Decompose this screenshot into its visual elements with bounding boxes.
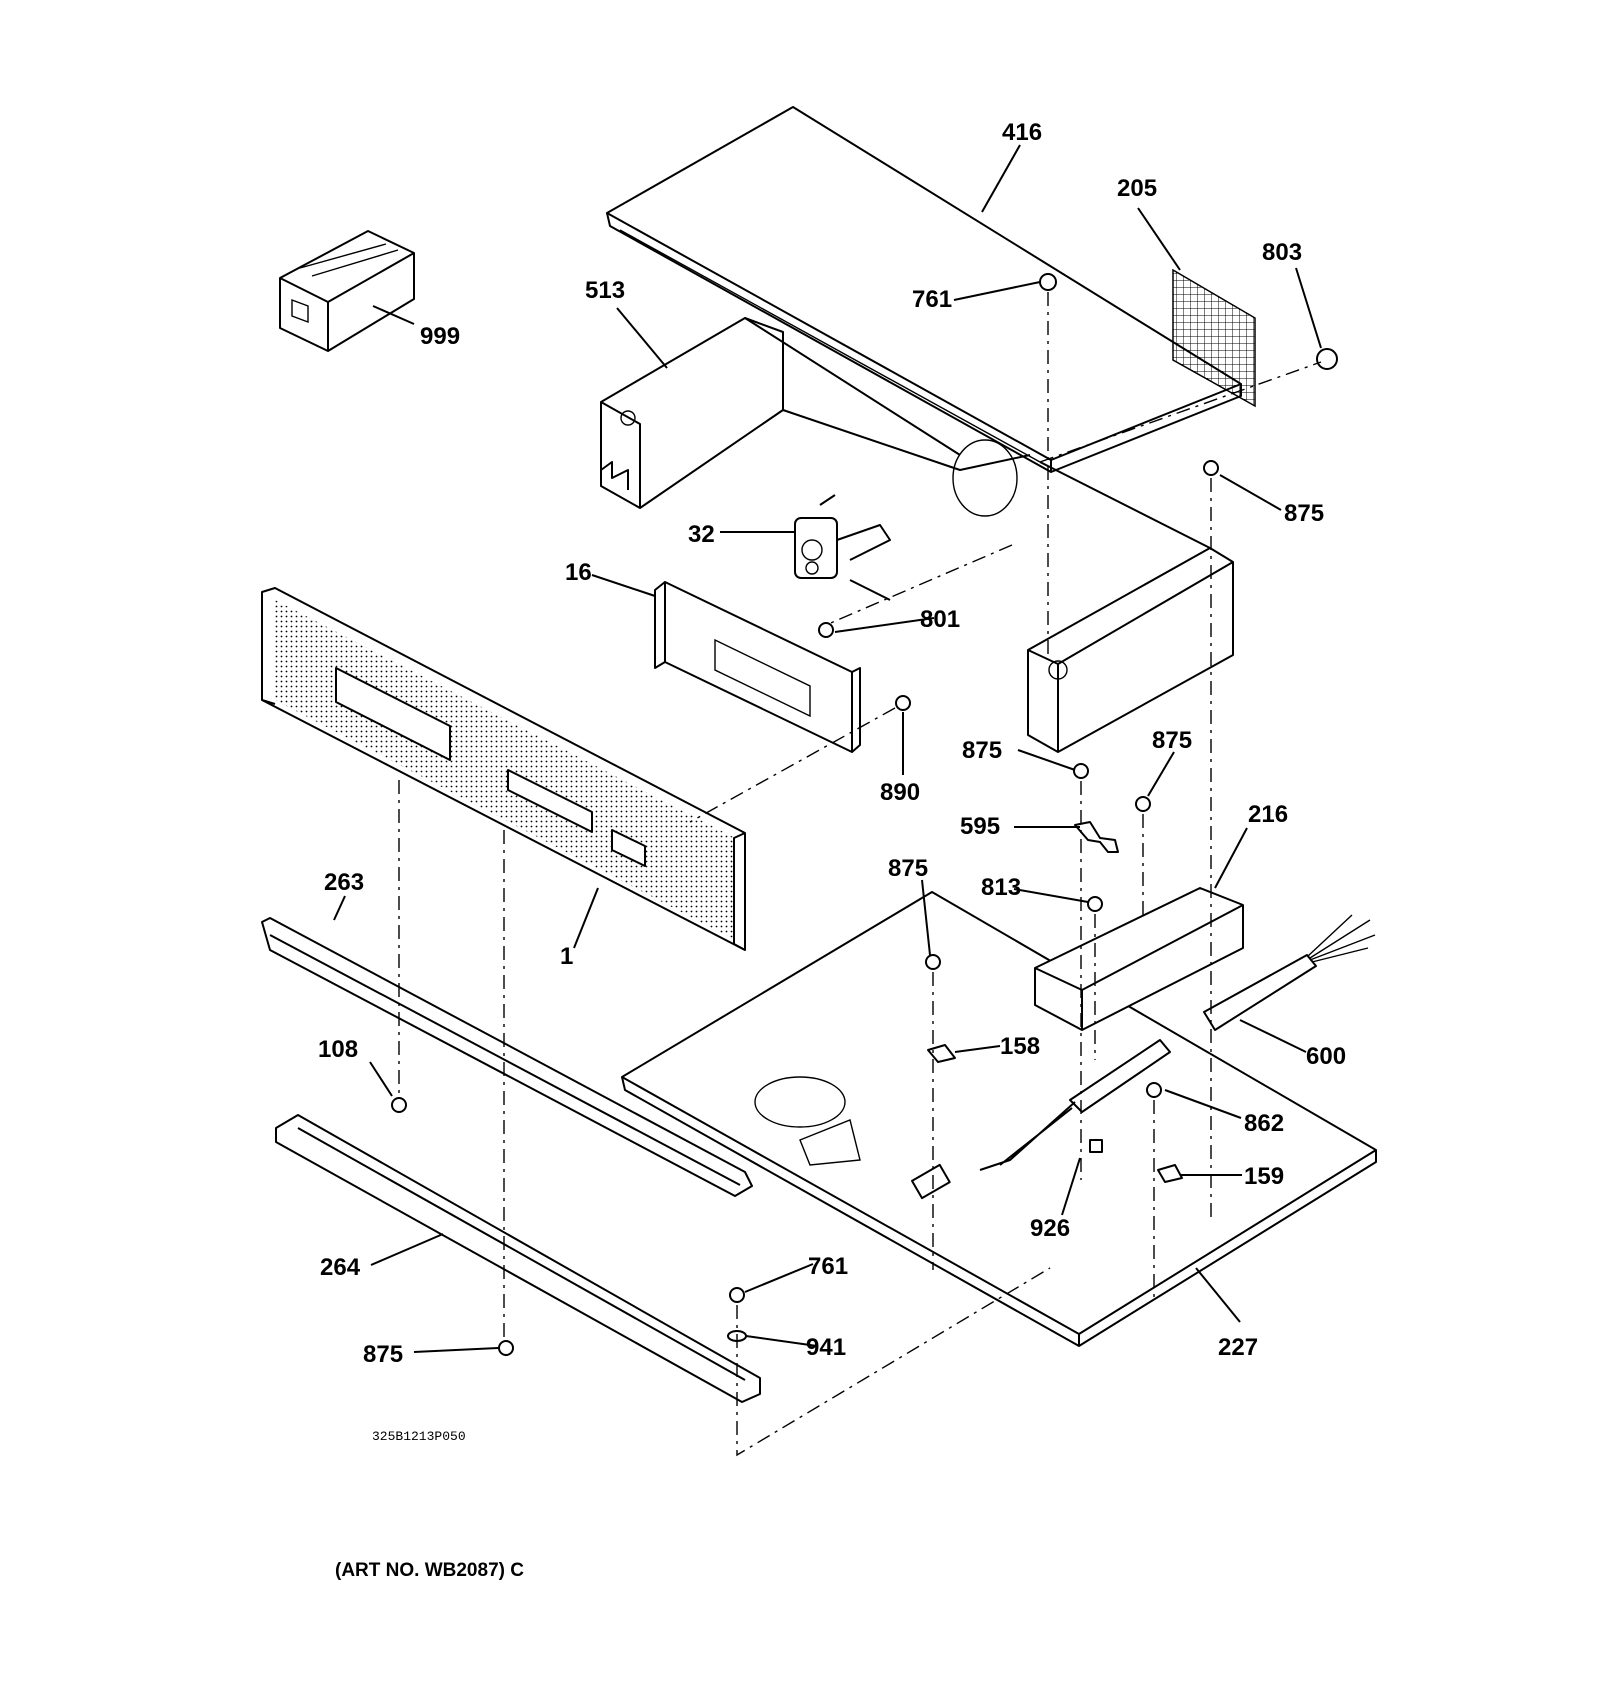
- art-number: (ART NO. WB2087) C: [335, 1560, 524, 1581]
- callout-875: 875: [1152, 727, 1192, 754]
- part-rear-right-panel: [1027, 461, 1234, 753]
- part-205-vent-grille: [1172, 268, 1256, 408]
- assembly-dash-lines: [398, 292, 1322, 1457]
- part-16-control-board: [654, 581, 861, 753]
- part-227-bottom-plate: [621, 891, 1377, 1347]
- callout-595: 595: [960, 813, 1000, 840]
- callout-875: 875: [1284, 500, 1324, 527]
- screw-801: [818, 622, 834, 638]
- screw-813: [1087, 896, 1103, 912]
- callout-801: 801: [920, 606, 960, 633]
- callout-813: 813: [981, 874, 1021, 901]
- callout-32: 32: [688, 521, 715, 548]
- part-264-rail: [275, 1114, 761, 1403]
- callout-labels: 416 205 803 513 761 999 875 32 16 801 89…: [318, 119, 1346, 1368]
- screw-761-b: [729, 1287, 745, 1303]
- callout-875: 875: [363, 1341, 403, 1368]
- fasteners: [391, 273, 1338, 1356]
- screw-875-c: [1073, 763, 1089, 779]
- part-216-wire-cover: [1034, 887, 1244, 1031]
- callout-875: 875: [888, 855, 928, 882]
- screw-875-e: [925, 954, 941, 970]
- callout-875: 875: [962, 737, 1002, 764]
- part-32-convection-motor: [794, 494, 891, 601]
- part-926: [1089, 1139, 1103, 1153]
- callout-159: 159: [1244, 1163, 1284, 1190]
- part-600-wire-harness: [911, 914, 1376, 1200]
- callout-205: 205: [1117, 175, 1157, 202]
- callout-263: 263: [324, 869, 364, 896]
- thermostat-158: [927, 1044, 956, 1063]
- screw-862: [1146, 1082, 1162, 1098]
- screw-761-top: [1039, 273, 1057, 291]
- screw-875-bottom: [498, 1340, 514, 1356]
- callout-513: 513: [585, 277, 625, 304]
- thermostat-159: [1157, 1164, 1183, 1183]
- leader-lines: [333, 144, 1322, 1353]
- callout-108: 108: [318, 1036, 358, 1063]
- callout-761: 761: [912, 286, 952, 313]
- callout-158: 158: [1000, 1033, 1040, 1060]
- callout-999: 999: [420, 323, 460, 350]
- part-263-vent-trim: [261, 917, 753, 1197]
- part-1-control-panel: [261, 587, 746, 951]
- callout-264: 264: [320, 1254, 361, 1281]
- callout-1: 1: [560, 943, 573, 970]
- clip-595: [1074, 821, 1119, 853]
- screw-890: [895, 695, 911, 711]
- callout-941: 941: [806, 1334, 846, 1361]
- screw-875-top: [1203, 460, 1219, 476]
- callout-761: 761: [808, 1253, 848, 1280]
- callout-803: 803: [1262, 239, 1302, 266]
- callout-926: 926: [1030, 1215, 1070, 1242]
- callout-862: 862: [1244, 1110, 1284, 1137]
- callout-216: 216: [1248, 801, 1288, 828]
- part-999-literature-box: [279, 230, 415, 352]
- callout-227: 227: [1218, 1334, 1258, 1361]
- screw-803: [1316, 348, 1338, 370]
- drawing-number: 325B1213P050: [372, 1429, 466, 1444]
- callout-16: 16: [565, 559, 592, 586]
- callout-416: 416: [1002, 119, 1042, 146]
- callout-890: 890: [880, 779, 920, 806]
- screw-108: [391, 1097, 407, 1113]
- part-513-side-bracket: [600, 317, 1031, 517]
- callout-600: 600: [1306, 1043, 1346, 1070]
- screw-875-d: [1135, 796, 1151, 812]
